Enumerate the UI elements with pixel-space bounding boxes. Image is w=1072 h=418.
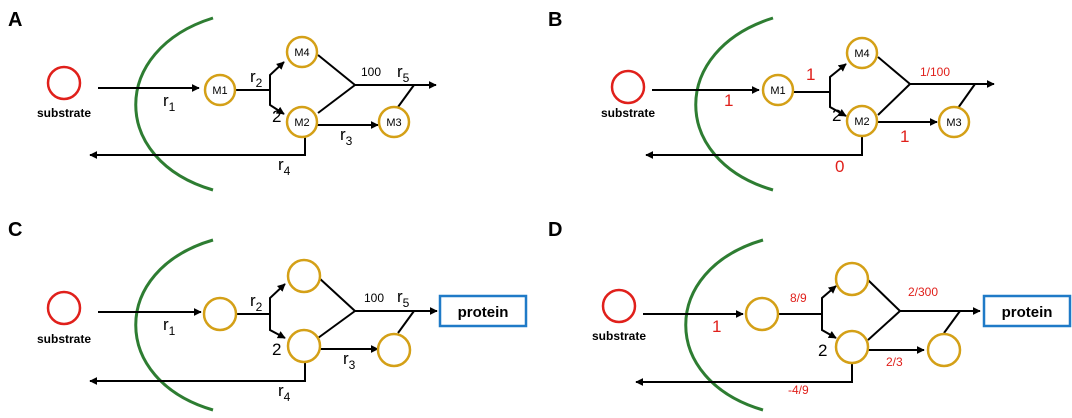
stoich-2: 2 — [272, 340, 281, 359]
panel-letter: C — [8, 219, 22, 241]
panel-a: A substrate M1 M2 M3 M4 r1 r2 r3 r4 r5 2… — [8, 9, 437, 192]
node-m3-label: M3 — [386, 117, 401, 129]
arrow-r4 — [635, 364, 853, 386]
label-r4: r4 — [278, 381, 291, 404]
join-right — [943, 310, 961, 334]
panel-b: B substrate M1 M2 M3 M4 1 1 1 0 1/100 2 — [548, 9, 995, 192]
flux-r3: 2/3 — [886, 355, 903, 369]
join-m2 — [317, 84, 356, 114]
stoich-2: 2 — [832, 106, 841, 125]
node-2 — [834, 329, 870, 365]
flux-r3: 1 — [900, 127, 909, 146]
arrow-r4 — [89, 363, 306, 385]
label-r3: r3 — [340, 125, 353, 148]
arrow-r2-lower — [821, 314, 837, 339]
substrate-node — [46, 290, 82, 326]
substrate-node — [610, 69, 646, 105]
node-1 — [744, 296, 780, 332]
substrate-node — [601, 288, 637, 324]
substrate-node — [46, 65, 82, 101]
cell-membrane — [694, 16, 774, 192]
panel-letter: B — [548, 9, 562, 31]
arrow-r2-to-m2 — [269, 90, 285, 115]
join-m3 — [397, 84, 415, 108]
arrow-r2-upper — [778, 285, 837, 315]
flux-r2: 8/9 — [790, 291, 807, 305]
node-m1 — [203, 73, 237, 107]
flux-r5: 1/100 — [920, 65, 950, 79]
panel-letter: D — [548, 219, 562, 241]
flux-r2: 1 — [806, 65, 815, 84]
flux-r4: -4/9 — [788, 383, 809, 397]
node-m4 — [845, 36, 879, 70]
label-r4: r4 — [278, 155, 291, 178]
stoich-100: 100 — [361, 65, 381, 79]
substrate-label: substrate — [592, 329, 646, 343]
node-m3-label: M3 — [946, 117, 961, 129]
node-m1-label: M1 — [770, 85, 785, 97]
node-4 — [834, 261, 870, 297]
join-upper — [867, 279, 901, 312]
join-right — [397, 310, 415, 334]
node-3 — [376, 332, 412, 368]
label-r3: r3 — [343, 349, 356, 372]
flux-r5: 2/300 — [908, 285, 938, 299]
protein-label: protein — [1002, 304, 1053, 321]
label-r5: r5 — [397, 62, 410, 85]
node-m1-label: M1 — [212, 85, 227, 97]
cell-membrane — [134, 238, 214, 412]
arrow-r4 — [645, 136, 863, 159]
stoich-2: 2 — [818, 341, 827, 360]
node-m2 — [285, 105, 319, 139]
label-r5: r5 — [397, 287, 410, 310]
join-lower — [867, 310, 901, 341]
arrow-r2-to-m2 — [829, 92, 847, 117]
flux-r1: 1 — [712, 317, 721, 336]
join-upper — [317, 276, 356, 312]
arrow-r2-to-m4 — [792, 63, 847, 93]
node-1 — [202, 296, 238, 332]
panel-letter: A — [8, 9, 22, 31]
join-m3 — [957, 83, 976, 109]
label-r1: r1 — [163, 315, 176, 338]
substrate-label: substrate — [37, 106, 91, 120]
substrate-label: substrate — [601, 106, 655, 120]
arrow-r2-upper — [237, 283, 286, 315]
node-m1 — [761, 73, 795, 107]
node-2 — [286, 328, 322, 364]
label-r2: r2 — [250, 67, 263, 90]
node-m4-label: M4 — [854, 48, 869, 60]
panel-d: D substrate protein 1 8/9 2/3 -4/9 2/300… — [548, 219, 1072, 412]
node-m2-label: M2 — [294, 117, 309, 129]
node-m3 — [377, 105, 411, 139]
arrow-r2-lower — [269, 314, 286, 339]
node-m2-label: M2 — [854, 116, 869, 128]
arrow-r2-to-m4 — [235, 61, 285, 91]
node-m3 — [937, 105, 971, 139]
label-r1: r1 — [163, 91, 176, 114]
stoich-2: 2 — [272, 107, 281, 126]
label-r2: r2 — [250, 291, 263, 314]
cell-membrane — [134, 16, 214, 192]
protein-label: protein — [458, 304, 509, 321]
arrow-r4 — [89, 135, 306, 159]
flux-r1: 1 — [724, 91, 733, 110]
flux-r4: 0 — [835, 157, 844, 176]
node-m4 — [285, 35, 319, 69]
join-m4 — [317, 54, 356, 86]
join-m2 — [877, 83, 911, 116]
protein-box — [438, 294, 528, 328]
node-4 — [286, 258, 322, 294]
substrate-label: substrate — [37, 332, 91, 346]
node-3 — [926, 332, 962, 368]
join-m4 — [877, 56, 911, 85]
stoich-100: 100 — [364, 291, 384, 305]
protein-box — [982, 294, 1072, 328]
node-m2 — [845, 104, 879, 138]
panel-c: C substrate protein r1 r2 r3 r4 r5 2 100 — [8, 219, 528, 412]
join-lower — [317, 310, 356, 339]
cell-membrane — [684, 238, 764, 412]
node-m4-label: M4 — [294, 47, 309, 59]
